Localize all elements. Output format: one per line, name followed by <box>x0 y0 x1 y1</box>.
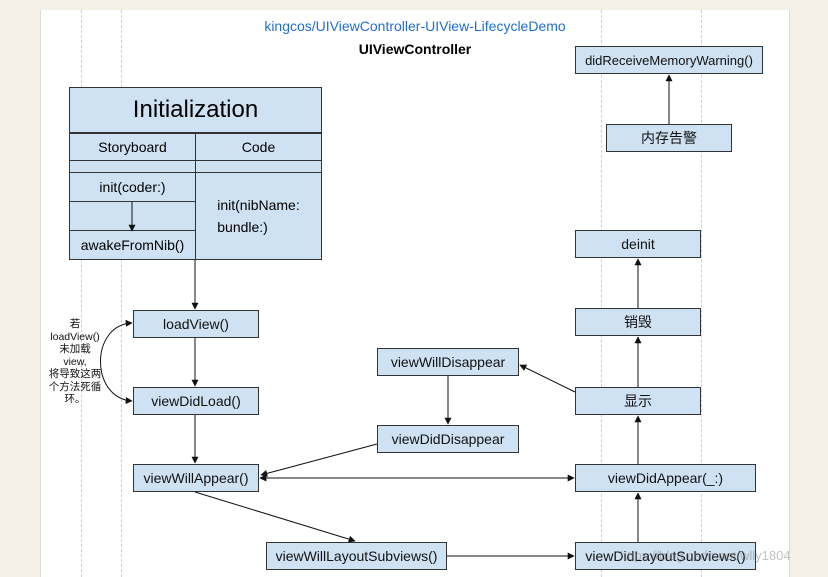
code-header: Code <box>195 133 322 161</box>
destroy-node: 销毁 <box>575 308 701 336</box>
view-will-disappear-node: viewWillDisappear <box>377 348 519 376</box>
init-title: Initialization <box>69 87 322 133</box>
load-view-node: loadView() <box>133 310 259 338</box>
view-will-layout-subviews-node: viewWillLayoutSubviews() <box>266 542 447 570</box>
awake-from-nib-cell: awakeFromNib() <box>69 230 196 260</box>
deinit-node: deinit <box>575 230 701 258</box>
view-will-appear-node: viewWillAppear() <box>133 464 259 492</box>
view-did-load-node: viewDidLoad() <box>133 387 259 415</box>
view-did-layout-subviews-node: viewDidLayoutSubviews() <box>575 542 756 570</box>
grid-line <box>601 10 602 577</box>
init-coder-cell: init(coder:) <box>69 172 196 202</box>
loop-note: 若 loadView() 未加载 view, 将导致这两 个方法死循 环。 <box>48 318 102 405</box>
storyboard-header: Storyboard <box>69 133 196 161</box>
memory-warning-node: 内存告警 <box>606 124 732 152</box>
repo-link[interactable]: kingcos/UIViewController-UIView-Lifecycl… <box>264 18 566 34</box>
init-nibname-cell: init(nibName: bundle:) <box>195 172 322 260</box>
table-spacer <box>69 201 196 231</box>
view-did-disappear-node: viewDidDisappear <box>377 425 519 453</box>
display-node: 显示 <box>575 387 701 415</box>
did-receive-memory-warning-node: didReceiveMemoryWarning() <box>575 46 763 74</box>
watermark: https://blog.csdn.net/wlly1804 <box>620 548 791 563</box>
diagram-title: UIViewController <box>358 41 472 57</box>
grid-line <box>701 10 702 577</box>
grid-line <box>81 10 82 577</box>
view-did-appear-node: viewDidAppear(_:) <box>575 464 756 492</box>
grid-line <box>121 10 122 577</box>
